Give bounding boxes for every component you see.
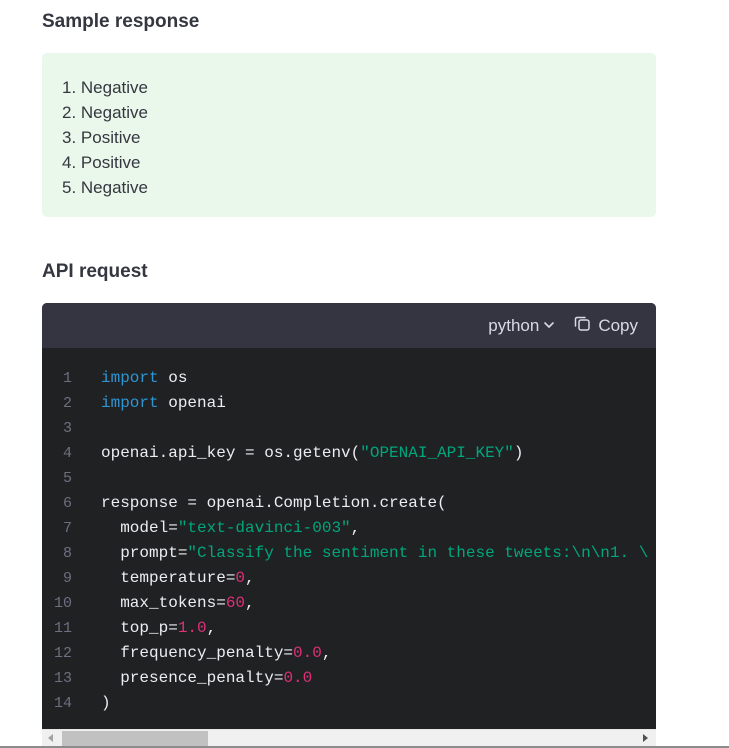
code-line: 1 import os [42,366,656,391]
code-token: "OPENAI_API_KEY" [360,444,514,462]
line-number: 10 [53,595,72,612]
sample-response-title: Sample response [42,11,200,32]
code-token: ) [513,444,524,462]
code-token: , [206,619,217,637]
code-token: openai.api_key = os.getenv( [101,444,361,462]
code-token: 0.0 [283,669,313,687]
code-token: import [101,394,159,412]
code-token: model= [101,519,178,537]
code-line: 10 max_tokens=60, [42,591,656,616]
line-number: 2 [62,395,72,412]
code-line: 2 import openai [42,391,656,416]
line-number: 6 [62,495,72,512]
line-number: 13 [53,670,72,687]
line-number: 9 [62,570,72,587]
code-token: "text-davinci-003" [177,519,351,537]
language-select[interactable]: python [488,316,555,336]
code-line: 4 openai.api_key = os.getenv("OPENAI_API_… [42,441,656,466]
code-token: top_p= [101,619,178,637]
code-token: response = openai.Completion.create( [101,494,447,512]
response-line: 2. Negative [62,103,148,122]
code-token: import [101,369,159,387]
code-token: max_tokens= [101,594,226,612]
line-number: 11 [53,620,72,637]
code-text: presence_penalty=0.0 [101,666,312,691]
horizontal-scrollbar[interactable] [42,729,656,747]
code-text: model="text-davinci-003", [101,516,360,541]
line-number: 5 [62,470,72,487]
code-text: temperature=0, [101,566,255,591]
code-body[interactable]: 1 import os 2 import openai 3 4 openai.api_key… [42,348,656,716]
code-token: 60 [225,594,246,612]
code-header: python Copy [42,303,656,348]
response-line: 3. Positive [62,128,141,147]
sample-response-box: 1. Negative 2. Negative 3. Positive 4. P… [42,53,656,217]
code-token: 1.0 [177,619,207,637]
code-line: 12 frequency_penalty=0.0, [42,641,656,666]
chevron-down-icon [543,316,555,336]
line-number: 14 [53,695,72,712]
code-line: 6 response = openai.Completion.create( [42,491,656,516]
code-text: max_tokens=60, [101,591,255,616]
code-line: 14) [42,691,656,716]
copy-button[interactable]: Copy [573,314,638,337]
code-token: openai [158,394,226,412]
code-line: 13 presence_penalty=0.0 [42,666,656,691]
line-number: 7 [62,520,72,537]
code-token: frequency_penalty= [101,644,294,662]
code-token: prompt= [101,544,188,562]
bottom-divider [0,746,729,748]
code-text: ) [101,691,111,716]
line-number: 1 [62,370,72,387]
code-line: 7 model="text-davinci-003", [42,516,656,541]
copy-icon [573,314,591,337]
language-label: python [488,315,540,335]
response-line: 1. Negative [62,78,148,97]
code-line: 11 top_p=1.0, [42,616,656,641]
line-number: 3 [62,420,72,437]
code-text: response = openai.Completion.create( [101,491,447,516]
copy-label: Copy [598,315,638,335]
response-line: 5. Negative [62,178,148,197]
code-token: , [350,519,361,537]
code-line: 5 [42,466,656,491]
scroll-left-arrow-icon[interactable] [48,734,53,742]
code-token: 0.0 [293,644,322,662]
code-token: , [245,594,255,612]
scroll-thumb[interactable] [62,731,208,746]
code-line: 8 prompt="Classify the sentiment in thes… [42,541,656,566]
code-line: 9 temperature=0, [42,566,656,591]
code-token: presence_penalty= [101,669,284,687]
code-token: ) [101,694,111,712]
code-line: 3 [42,416,656,441]
api-request-title: API request [42,261,148,282]
scroll-right-arrow-icon[interactable] [643,734,648,742]
code-token: 0 [235,569,246,587]
code-token: temperature= [101,569,236,587]
code-token: "Classify the sentiment in these tweets:… [187,544,649,562]
code-text: openai.api_key = os.getenv("OPENAI_API_K… [101,441,523,466]
line-number: 12 [53,645,72,662]
code-text: import openai [101,391,226,416]
code-text: top_p=1.0, [101,616,216,641]
response-line: 4. Positive [62,153,141,172]
line-number: 8 [62,545,72,562]
code-text: frequency_penalty=0.0, [101,641,331,666]
code-token: , [245,569,255,587]
code-text: import os [101,366,187,391]
code-block: python Copy 1 import os 2 import openai 3 4 op… [42,303,656,748]
code-token: , [321,644,332,662]
code-token: os [158,369,188,387]
line-number: 4 [62,445,72,462]
code-text: prompt="Classify the sentiment in these … [101,541,648,566]
